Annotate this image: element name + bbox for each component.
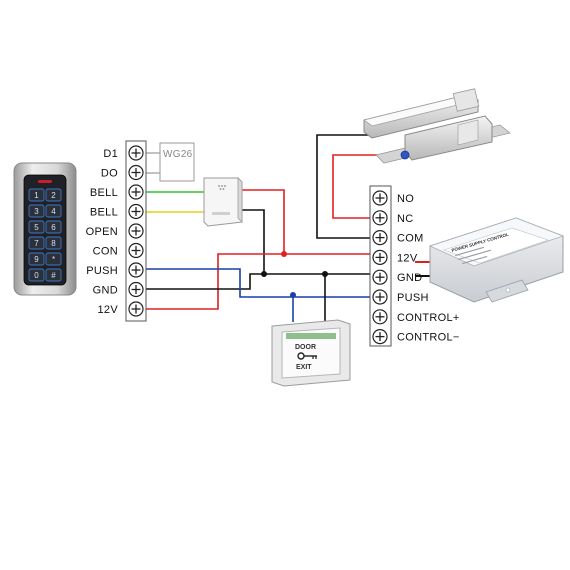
controller-terminal-label: D1 bbox=[103, 148, 118, 160]
wire-push-blue bbox=[145, 268, 374, 298]
wire-nc-red bbox=[332, 154, 380, 219]
terminal-screw-icon bbox=[128, 164, 144, 181]
wire-gnd-black bbox=[145, 273, 374, 290]
keypad-key: 4 bbox=[45, 204, 62, 218]
power-terminal-label: GND bbox=[397, 272, 422, 284]
terminal-screw-icon bbox=[128, 145, 144, 161]
junction-gnd-bell bbox=[261, 271, 267, 277]
svg-text:5: 5 bbox=[34, 223, 39, 232]
reader-led bbox=[38, 180, 52, 183]
controller-terminal-label: DO bbox=[101, 168, 118, 180]
controller-terminal-label: GND bbox=[93, 285, 118, 297]
keypad-key: 2 bbox=[45, 188, 62, 202]
svg-text:1: 1 bbox=[34, 191, 39, 200]
wg26-label: WG26 bbox=[163, 149, 193, 160]
terminal-screw-icon bbox=[128, 203, 144, 220]
terminal-screw-icon bbox=[128, 223, 144, 239]
psu-text-lines bbox=[455, 246, 492, 265]
controller-terminal-label: 12V bbox=[98, 304, 119, 316]
svg-text:2: 2 bbox=[51, 191, 56, 200]
terminal-screw-icon bbox=[372, 269, 388, 285]
svg-text:6: 6 bbox=[51, 223, 56, 232]
terminal-screw-icon bbox=[128, 301, 144, 317]
keypad-key: 9 bbox=[28, 252, 45, 266]
junction-push-exit bbox=[290, 292, 296, 298]
wire-bell-black bbox=[240, 209, 265, 274]
power-terminal-label: CONTROL− bbox=[397, 332, 460, 344]
svg-text:7: 7 bbox=[34, 239, 39, 248]
wire-bell-red bbox=[240, 189, 285, 254]
svg-text:3: 3 bbox=[34, 207, 39, 216]
keypad-key: 0 bbox=[28, 268, 45, 282]
wires bbox=[145, 134, 432, 322]
magnetic-lock bbox=[363, 88, 511, 164]
power-terminal-label: NC bbox=[397, 213, 414, 225]
exit-button: DOOR EXIT bbox=[271, 319, 351, 387]
keypad-key: 5 bbox=[28, 220, 45, 234]
keypad-key: * bbox=[45, 252, 62, 266]
door-bell bbox=[203, 177, 243, 227]
terminal-screw-icon bbox=[128, 184, 144, 200]
svg-text:9: 9 bbox=[34, 255, 39, 264]
terminal-screw-icon bbox=[128, 262, 144, 278]
terminal-screw-icon bbox=[372, 289, 388, 305]
terminal-screw-icon bbox=[372, 210, 388, 226]
lock-indicator-icon bbox=[400, 150, 410, 160]
junction-12v bbox=[281, 251, 287, 257]
keypad-key: 6 bbox=[45, 220, 62, 234]
svg-text:#: # bbox=[51, 271, 56, 280]
power-terminal-label: PUSH bbox=[397, 292, 429, 304]
svg-text:0: 0 bbox=[34, 271, 39, 280]
terminal-screw-icon bbox=[372, 190, 388, 206]
wg26-box: WG26 bbox=[159, 142, 195, 182]
bell-grille-icon bbox=[218, 185, 226, 190]
terminal-screw-icon bbox=[128, 281, 144, 298]
controller-terminal-label: PUSH bbox=[86, 265, 118, 277]
power-terminal-label: CONTROL+ bbox=[397, 312, 460, 324]
svg-text:4: 4 bbox=[51, 207, 56, 216]
keypad-key: 7 bbox=[28, 236, 45, 250]
exit-button-line2: EXIT bbox=[296, 364, 312, 371]
power-terminal-label: COM bbox=[397, 233, 424, 245]
terminal-screw-icon bbox=[372, 329, 388, 345]
power-terminal-label: 12V bbox=[397, 252, 418, 264]
controller-terminal-label: OPEN bbox=[86, 226, 118, 238]
keypad-key: # bbox=[45, 268, 62, 282]
wire-12v-red bbox=[145, 253, 374, 310]
keypad-key: 8 bbox=[45, 236, 62, 250]
keypad-key: 1 bbox=[28, 188, 45, 202]
wire-com-black bbox=[316, 134, 374, 239]
controller-terminal-label: BELL bbox=[90, 207, 118, 219]
svg-text:*: * bbox=[52, 255, 55, 264]
power-terminal-label: NO bbox=[397, 193, 414, 205]
key-icon bbox=[297, 352, 317, 360]
terminal-screw-icon bbox=[372, 309, 388, 325]
terminal-screw-icon bbox=[372, 230, 388, 246]
keypad-reader: 1 2 3 4 5 6 7 8 9 * 0 # bbox=[13, 162, 77, 296]
terminal-screw-icon bbox=[372, 249, 388, 265]
power-supply-unit: POWER SUPPLY CONTROL bbox=[428, 217, 565, 303]
svg-text:8: 8 bbox=[51, 239, 56, 248]
keypad-key: 3 bbox=[28, 204, 45, 218]
power-terminal-strip: NO NC COM 12V GND PUSH CONTROL+ CONTROL− bbox=[369, 185, 460, 347]
controller-terminal-label: CON bbox=[93, 246, 118, 258]
junction-gnd-exit bbox=[322, 271, 328, 277]
terminal-screw-icon bbox=[128, 242, 144, 259]
controller-terminal-label: BELL bbox=[90, 187, 118, 199]
exit-button-line1: DOOR bbox=[295, 344, 316, 351]
